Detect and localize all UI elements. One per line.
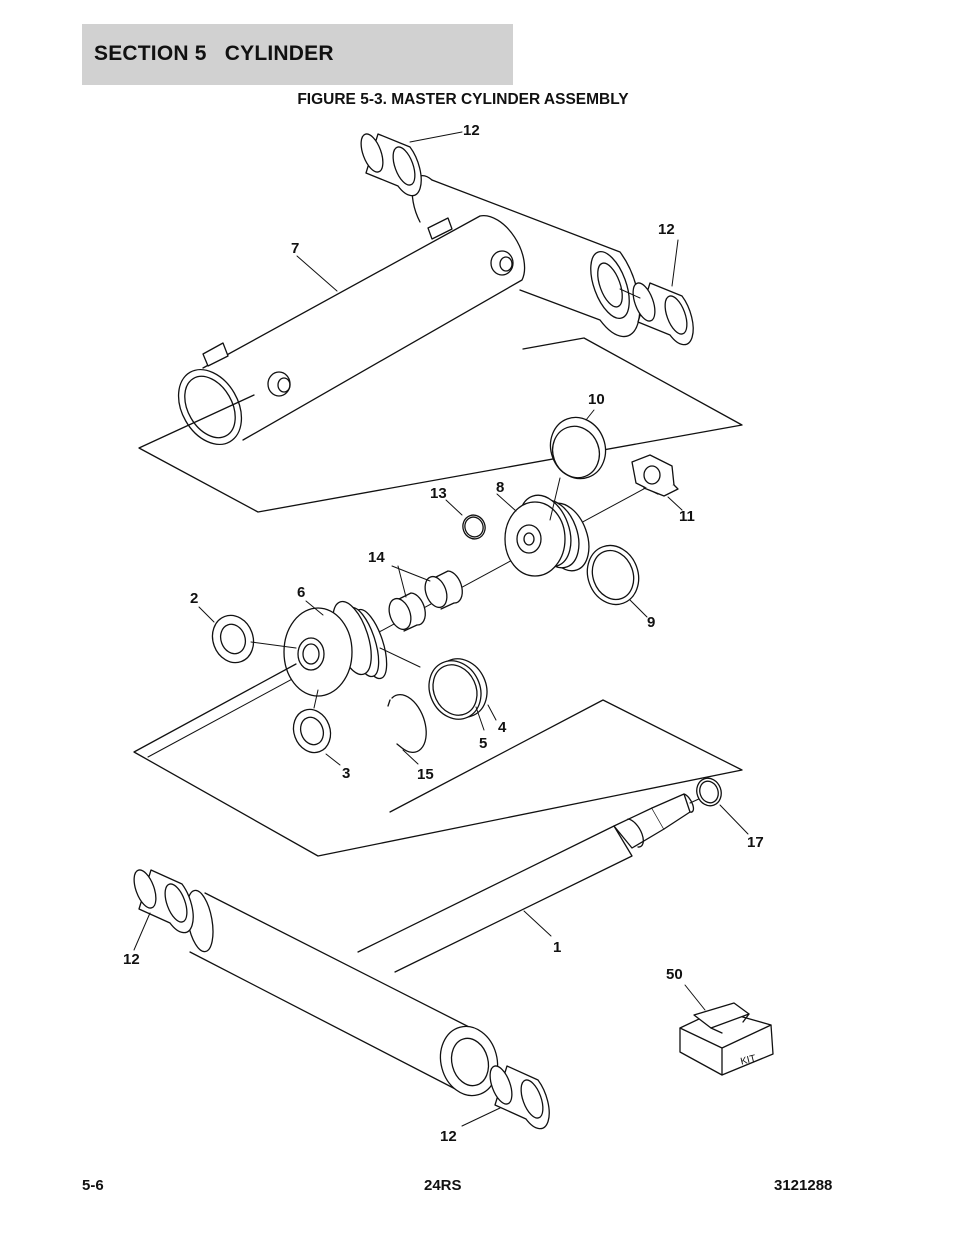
wear-ring-10 [549,416,607,480]
plane-upper [138,337,743,513]
callout-12-right: 12 [658,221,675,238]
footer-model: 24RS [424,1177,462,1194]
callout-3: 3 [342,765,350,782]
callout-12-bottom-left: 12 [123,951,140,968]
bushing-bottom-right [489,1065,550,1130]
callout-8: 8 [496,479,504,496]
bushing-bottom-left [133,869,194,934]
kit-box [679,1002,774,1076]
callout-50: 50 [666,966,683,983]
head-6 [283,600,388,697]
seal-3 [292,708,332,754]
bushing-top-left [360,133,422,197]
callout-13: 13 [430,485,447,502]
piston-8 [504,494,590,577]
callout-14: 14 [368,549,385,566]
callout-10: 10 [588,391,605,408]
callout-12-top: 12 [463,122,480,139]
nut-11 [631,454,679,497]
section-title: SECTION 5 CYLINDER [94,42,334,65]
section-header-bar: SECTION 5 CYLINDER [82,24,513,85]
footer-doc-number: 3121288 [774,1177,833,1194]
rod-eye-tube [186,889,499,1097]
callout-1: 1 [553,939,561,956]
callout-4: 4 [498,719,507,736]
wiper-2 [211,614,255,664]
callout-5: 5 [479,735,487,752]
o-ring-13 [462,514,486,540]
spacers-14 [388,570,463,632]
callout-12-bottom: 12 [440,1128,457,1145]
callout-15: 15 [417,766,434,783]
callout-9: 9 [647,614,655,631]
footer-page-number: 5-6 [82,1177,104,1194]
callout-labels: 12 12 7 10 13 8 11 14 2 6 9 4 5 3 15 17 … [123,122,764,1145]
seal-9 [586,544,640,606]
rings-4-5 [428,658,488,720]
figure-title: FIGURE 5-3. MASTER CYLINDER ASSEMBLY [297,91,629,108]
callout-7: 7 [291,240,299,257]
rod [357,792,713,973]
barrel [177,214,526,446]
bushing-top-right [632,282,694,346]
o-ring-17 [696,777,722,807]
snap-ring-15 [387,694,427,753]
leader-lines [133,131,749,1127]
callout-2: 2 [190,590,198,607]
callout-6: 6 [297,584,305,601]
plane-lower [133,663,743,857]
callout-11: 11 [679,508,695,525]
kit-box-label: KIT [739,1053,757,1067]
callout-17: 17 [747,834,764,851]
